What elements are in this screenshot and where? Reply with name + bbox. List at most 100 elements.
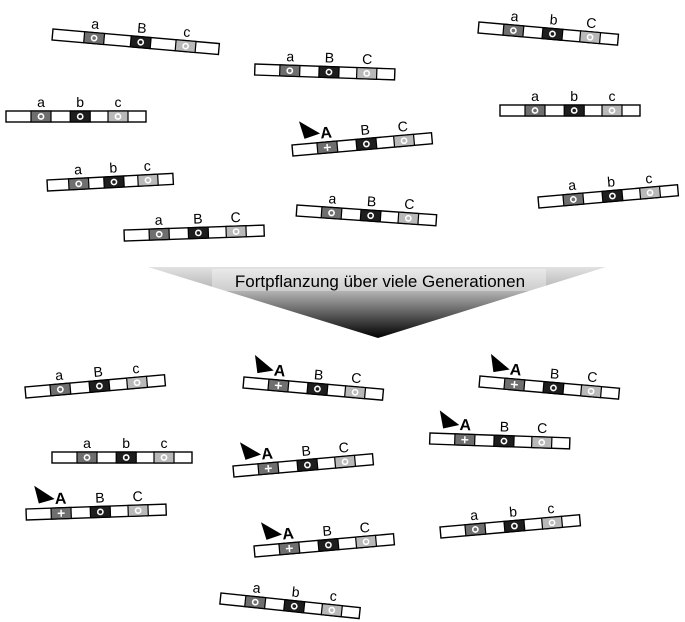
plus-marker-icon xyxy=(510,380,518,389)
locus-c-box xyxy=(137,173,159,187)
marker-dot-icon xyxy=(608,107,616,114)
before-chromosome: a b c xyxy=(46,158,175,192)
mutation-arrow-icon xyxy=(260,522,283,540)
locus-a-label: a xyxy=(510,8,519,25)
plus-marker-icon xyxy=(323,143,331,151)
marker-dot-icon xyxy=(95,382,103,390)
locus-c-box xyxy=(392,133,416,148)
marker-dot-icon xyxy=(570,107,578,114)
locus-b-label: b xyxy=(109,159,118,175)
marker-dot-icon xyxy=(404,214,412,222)
marker-dot-icon xyxy=(96,508,104,516)
marker-dot-icon xyxy=(76,113,84,120)
locus-c-box xyxy=(354,534,378,549)
marker-dot-icon xyxy=(325,68,333,76)
locus-b-label: B xyxy=(93,363,104,380)
locus-a-box xyxy=(278,64,301,78)
locus-c-box xyxy=(127,504,149,518)
marker-dot-icon xyxy=(133,379,141,387)
marker-dot-icon xyxy=(569,196,577,203)
locus-c-label: C xyxy=(132,488,143,504)
locus-c-box xyxy=(638,185,662,200)
marker-dot-icon xyxy=(303,461,311,469)
marker-dot-icon xyxy=(251,598,259,606)
marker-dot-icon xyxy=(160,454,168,461)
locus-c-label: C xyxy=(586,14,597,31)
marker-dot-icon xyxy=(286,67,294,75)
locus-a-box xyxy=(67,177,90,191)
marker-dot-icon xyxy=(134,507,142,514)
funnel-arrow xyxy=(148,267,606,338)
marker-dot-icon xyxy=(110,178,118,186)
locus-a-box xyxy=(83,31,106,46)
mutation-arrow-icon xyxy=(254,354,274,374)
locus-c-label: c xyxy=(547,500,555,517)
locus-b-box xyxy=(115,451,137,464)
locus-b-label: b xyxy=(291,583,301,600)
marker-dot-icon xyxy=(538,439,546,446)
locus-c-box xyxy=(174,39,197,54)
plus-marker-icon xyxy=(264,464,272,472)
locus-b-label: B xyxy=(549,365,560,382)
marker-dot-icon xyxy=(182,42,190,50)
locus-b-box xyxy=(88,379,111,394)
locus-b-label: B xyxy=(325,49,335,65)
marker-dot-icon xyxy=(137,38,145,46)
locus-a-label: A xyxy=(459,417,472,434)
locus-a-label: A xyxy=(261,445,274,463)
locus-b-box xyxy=(493,434,515,448)
locus-a-label: A xyxy=(282,525,295,543)
locus-b-label: B xyxy=(322,522,333,539)
locus-a-label: a xyxy=(74,161,83,177)
locus-b-label: B xyxy=(366,193,376,210)
locus-a-label: a xyxy=(531,88,539,104)
locus-c-label: c xyxy=(645,170,653,187)
locus-c-box xyxy=(125,375,149,390)
locus-c-label: C xyxy=(351,369,362,386)
locus-a-label: a xyxy=(568,177,577,194)
locus-c-box xyxy=(344,385,367,400)
locus-b-box xyxy=(103,175,125,189)
locus-b-label: B xyxy=(500,418,510,434)
plus-marker-icon xyxy=(285,544,293,552)
locus-a-box xyxy=(49,382,72,397)
locus-c-box xyxy=(579,30,602,45)
marker-dot-icon xyxy=(83,454,91,461)
locus-b-label: b xyxy=(549,11,558,28)
locus-a-label: a xyxy=(91,15,100,32)
marker-dot-icon xyxy=(510,522,518,530)
marker-dot-icon xyxy=(194,229,202,237)
locus-b-label: b xyxy=(76,94,84,110)
locus-b-box xyxy=(318,65,340,79)
locus-b-box xyxy=(355,137,378,152)
locus-c-label: C xyxy=(537,420,548,436)
marker-dot-icon xyxy=(362,140,370,148)
locus-c-box xyxy=(540,515,564,530)
locus-b-label: B xyxy=(193,210,203,226)
locus-b-label: b xyxy=(122,435,130,451)
locus-a-label: A xyxy=(509,362,522,380)
marker-dot-icon xyxy=(114,113,122,120)
marker-dot-icon xyxy=(328,209,335,217)
locus-c-label: c xyxy=(143,158,151,174)
locus-a-label: A xyxy=(55,491,68,508)
locus-b-label: b xyxy=(607,173,616,190)
locus-c-label: C xyxy=(338,439,349,456)
locus-b-box xyxy=(601,189,624,204)
locus-c-label: C xyxy=(362,51,373,67)
before-chromosome: a b c xyxy=(537,170,680,209)
locus-c-label: C xyxy=(230,209,241,225)
banner-text: Fortpflanzung über viele Generationen xyxy=(235,272,525,291)
mutation-arrow-icon xyxy=(298,121,321,139)
locus-c-box xyxy=(580,384,603,399)
marker-dot-icon xyxy=(90,34,98,42)
marker-dot-icon xyxy=(548,519,556,527)
locus-c-label: C xyxy=(359,519,370,536)
locus-b-box xyxy=(317,538,340,553)
